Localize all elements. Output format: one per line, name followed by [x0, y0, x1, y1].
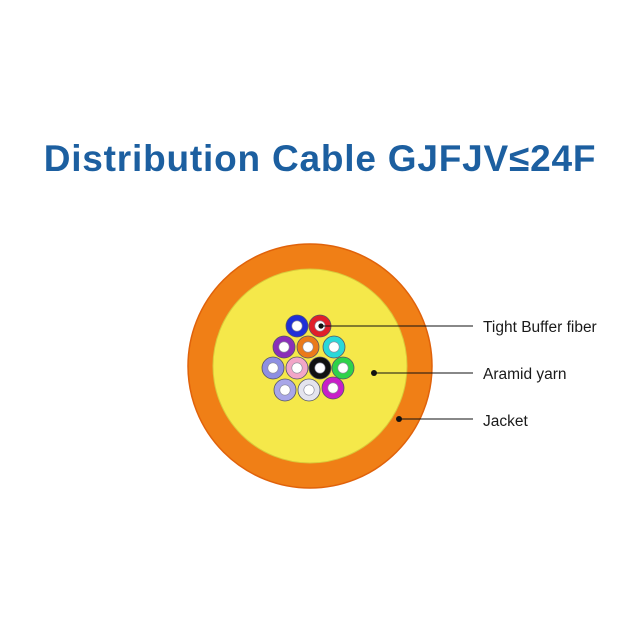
tight-buffer-leader-dot	[318, 323, 324, 329]
fiber-bundle	[261, 314, 355, 402]
fiber-green	[331, 356, 355, 380]
fiber-core	[291, 362, 303, 374]
aramid-yarn-label: Aramid yarn	[483, 366, 567, 383]
fiber-black	[308, 356, 332, 380]
fiber-core	[327, 382, 339, 394]
fiber-core	[328, 341, 340, 353]
fiber-core	[314, 362, 326, 374]
fiber-white	[297, 378, 321, 402]
fiber-blue	[285, 314, 309, 338]
jacket-leader-dot	[396, 416, 402, 422]
diagram-title: Distribution Cable GJFJV≤24F	[43, 138, 597, 179]
fiber-core	[279, 384, 291, 396]
fiber-core	[291, 320, 303, 332]
jacket-label: Jacket	[483, 413, 528, 430]
fiber-violet	[273, 378, 297, 402]
fiber-core	[337, 362, 349, 374]
fiber-slate	[261, 356, 285, 380]
fiber-core	[278, 341, 290, 353]
fiber-core	[267, 362, 279, 374]
tight-buffer-fiber-label: Tight Buffer fiber	[483, 319, 597, 336]
callouts: Tight Buffer fiber Aramid yarn Jacket	[318, 319, 597, 430]
fiber-core	[303, 384, 315, 396]
fiber-purple	[272, 335, 296, 359]
fiber-rose	[285, 356, 309, 380]
fiber-aqua	[322, 335, 346, 359]
fiber-orange	[296, 335, 320, 359]
fiber-magenta	[321, 376, 345, 400]
fiber-core	[302, 341, 314, 353]
aramid-leader-dot	[371, 370, 377, 376]
